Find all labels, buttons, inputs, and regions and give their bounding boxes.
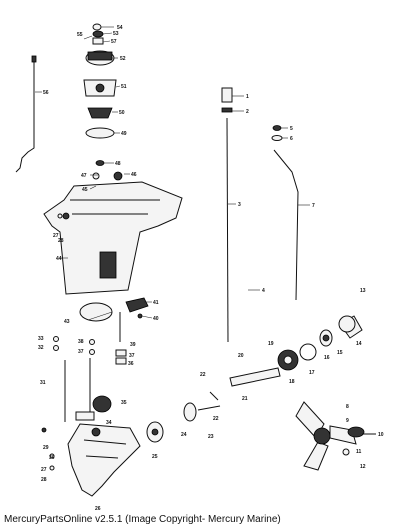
copyright-footer: MercuryPartsOnline v2.5.1 (Image Copyrig… [4, 514, 281, 525]
part-56-shaft [15, 55, 37, 173]
callout-29: 29 [43, 445, 49, 451]
callout-43: 43 [64, 319, 70, 325]
callout-2: 2 [246, 109, 249, 115]
callout-40: 40 [153, 316, 159, 322]
callout-48: 48 [115, 161, 121, 167]
callout-38: 38 [78, 339, 84, 345]
callout-49: 49 [121, 131, 127, 137]
callout-34: 34 [106, 420, 112, 426]
callout-26: 26 [95, 506, 101, 512]
callout-32: 32 [38, 345, 44, 351]
callout-20: 20 [238, 353, 244, 359]
callout-36: 36 [128, 361, 134, 367]
callout-44: 44 [56, 256, 62, 262]
callout-3: 3 [238, 202, 241, 208]
callout-22-a: 22 [200, 372, 206, 378]
callout-1: 1 [246, 94, 249, 100]
callout-50: 50 [119, 110, 125, 116]
callout-7: 7 [312, 203, 315, 209]
callout-51: 51 [121, 84, 127, 90]
callout-27-bottom: 27 [41, 467, 47, 473]
callout-54: 54 [117, 25, 123, 31]
callout-39: 39 [130, 342, 136, 348]
callout-14: 14 [356, 341, 362, 347]
callout-22-b: 22 [213, 416, 219, 422]
callout-37-b: 37 [129, 353, 135, 359]
callout-52: 52 [120, 56, 126, 62]
callout-12: 12 [360, 464, 366, 470]
callout-13: 13 [360, 288, 366, 294]
callout-31: 31 [40, 380, 46, 386]
callout-27-top: 27 [53, 233, 59, 239]
callout-45: 45 [82, 187, 88, 193]
callout-11: 11 [356, 449, 362, 455]
part-3-driveshaft [221, 87, 233, 343]
parts-27-30 [41, 213, 63, 471]
callout-23: 23 [208, 434, 214, 440]
callout-8: 8 [346, 404, 349, 410]
callout-28-top: 28 [58, 238, 64, 244]
callout-10: 10 [378, 432, 384, 438]
callout-35: 35 [121, 400, 127, 406]
water-pump-stack [83, 23, 117, 166]
callout-17: 17 [309, 370, 315, 376]
gear-and-bearing-parts [146, 315, 363, 443]
callout-18: 18 [289, 379, 295, 385]
callout-16: 16 [324, 355, 330, 361]
callout-19: 19 [268, 341, 274, 347]
callout-4: 4 [262, 288, 265, 294]
callout-9: 9 [346, 418, 349, 424]
part-7-shift-rod [271, 125, 299, 301]
callout-6: 6 [290, 136, 293, 142]
callout-28-bottom: 28 [41, 477, 47, 483]
part-44-driveshaft-housing [43, 171, 183, 295]
propeller [295, 401, 376, 471]
callout-15: 15 [337, 350, 343, 356]
callout-47: 47 [81, 173, 87, 179]
callout-25: 25 [152, 454, 158, 460]
callout-41: 41 [153, 300, 159, 306]
callout-46: 46 [131, 172, 137, 178]
callout-30: 30 [49, 455, 55, 461]
callout-55: 55 [77, 32, 83, 38]
callout-56: 56 [43, 90, 49, 96]
callout-labels: 54 55 53 57 52 51 50 49 48 47 46 45 56 4… [38, 25, 384, 512]
callout-5: 5 [290, 126, 293, 132]
callout-57: 57 [111, 39, 117, 45]
callout-53: 53 [113, 31, 119, 37]
callout-33: 33 [38, 336, 44, 342]
leader-lines [35, 26, 310, 321]
callout-37-a: 37 [78, 349, 84, 355]
parts-31-40 [53, 312, 127, 422]
callout-21: 21 [242, 396, 248, 402]
callout-24: 24 [181, 432, 187, 438]
part-26-gearcase [67, 423, 141, 497]
parts-41-43 [79, 297, 149, 322]
